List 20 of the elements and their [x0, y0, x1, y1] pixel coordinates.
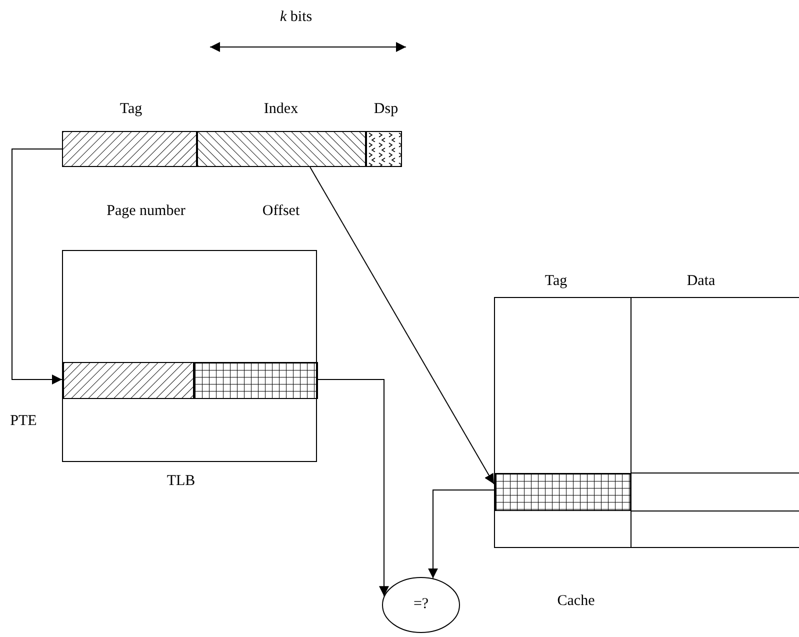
dimension-label: k bits [280, 8, 312, 27]
cache-tag-cell [495, 473, 631, 511]
arrow [310, 166, 494, 484]
arrow [316, 379, 389, 597]
tag-part [63, 362, 194, 399]
frame-part [194, 362, 318, 399]
table-label: TLB [166, 472, 196, 491]
field-label: Tag [118, 100, 144, 119]
column-header: Data [686, 272, 716, 291]
field-label: Index [262, 100, 300, 119]
field-caption: Page number [106, 202, 186, 221]
column-header: Tag [544, 272, 568, 291]
field-label: Dsp [372, 100, 400, 119]
field-caption: Offset [261, 202, 301, 221]
arrow [428, 490, 494, 579]
comparator-ellipse [382, 577, 460, 633]
arrow [12, 148, 62, 384]
comparator-label: =? [412, 595, 430, 614]
row-label: PTE [9, 412, 38, 431]
table-label: Cache [556, 592, 596, 611]
